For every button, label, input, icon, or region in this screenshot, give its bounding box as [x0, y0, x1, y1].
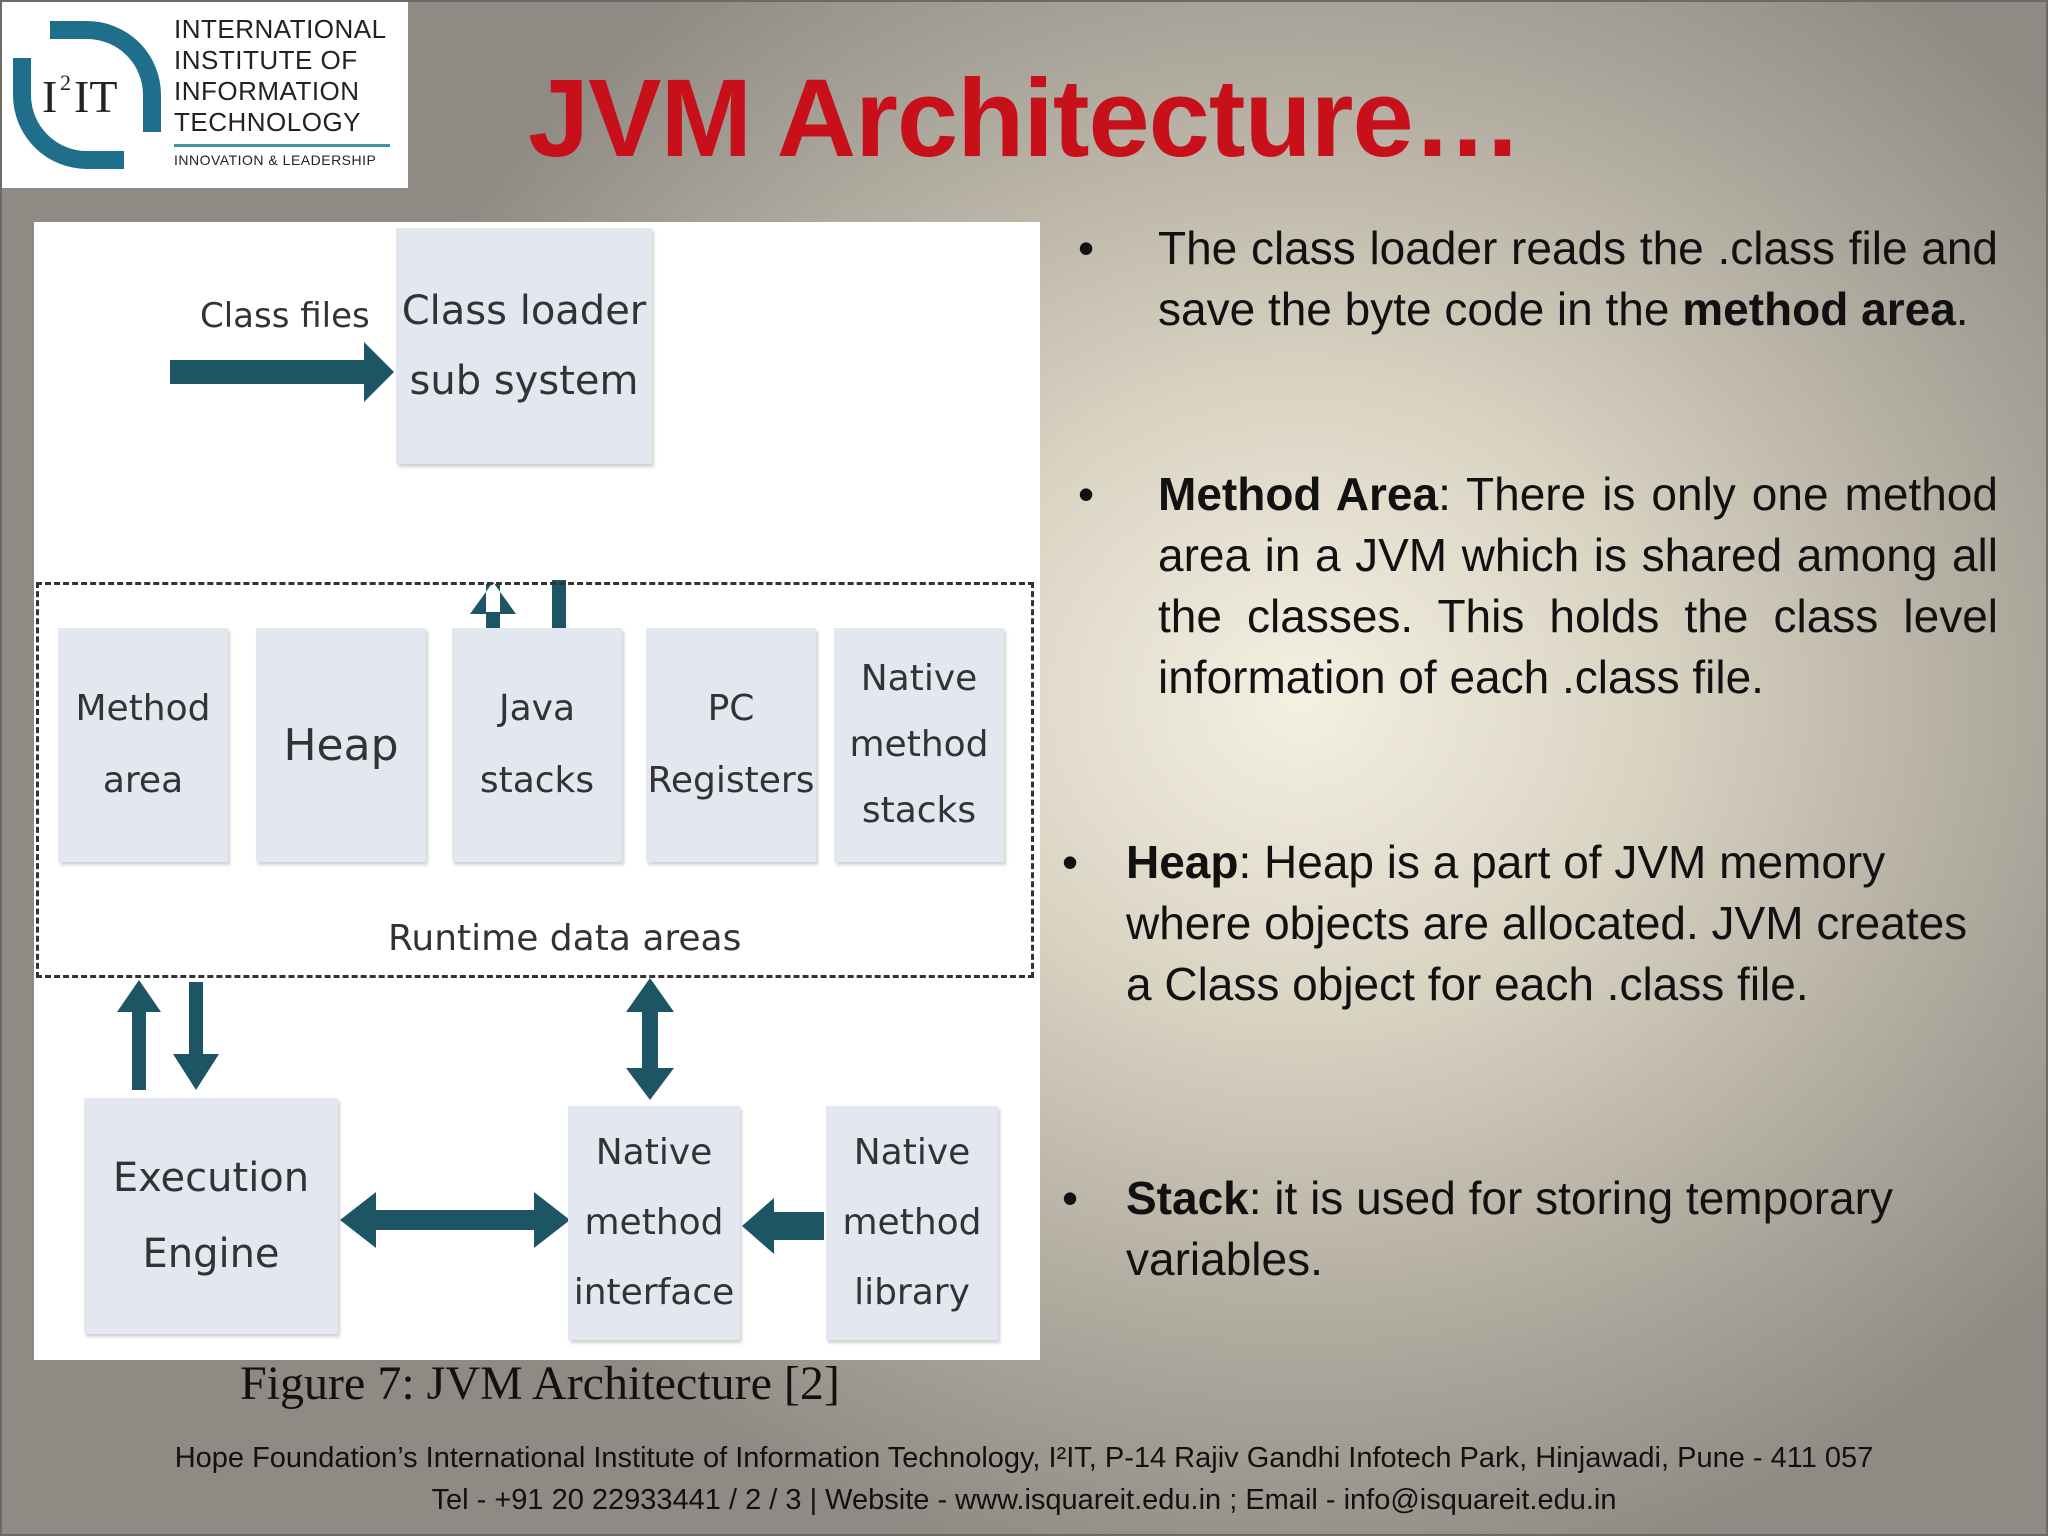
box-line: stacks — [861, 790, 977, 831]
slide-title: JVM Architecture… — [528, 57, 1523, 180]
box-line: method — [584, 1202, 724, 1243]
box-line: Native — [595, 1132, 713, 1173]
logo-divider — [174, 144, 390, 147]
bullet-body: : There is only one method area in a JVM… — [1158, 468, 1998, 703]
java-stacks-box: Java stacks — [452, 628, 622, 862]
runtime-to-loader-arrow — [470, 582, 516, 614]
bullet-text: Heap: Heap is a part of JVM memory where… — [1126, 832, 1976, 1015]
box-line: sub system — [409, 358, 639, 404]
bullet-text: Stack: it is used for storing temporary … — [1126, 1168, 1996, 1290]
pc-registers-box: PC Registers — [646, 628, 816, 862]
box-line: Registers — [647, 760, 815, 801]
runtime-to-engine-arrow — [173, 982, 219, 1090]
logo-line: TECHNOLOGY — [174, 107, 362, 137]
bullet-body: : it is used for storing temporary varia… — [1126, 1172, 1893, 1285]
bullet-dot: • — [1078, 222, 1095, 274]
logo-institute-name: INTERNATIONAL INSTITUTE OF INFORMATION T… — [174, 14, 387, 138]
library-to-interface-arrow — [742, 1198, 824, 1254]
jvm-architecture-diagram: Class files Class loader sub system Meth… — [34, 222, 1040, 1360]
logo-line: INFORMATION — [174, 76, 360, 106]
bullet-body: : Heap is a part of JVM memory where obj… — [1126, 836, 1968, 1010]
bullet-dot: • — [1062, 836, 1079, 888]
box-line: library — [854, 1272, 970, 1313]
bullet-tail: . — [1955, 283, 1969, 335]
engine-native-interface-arrow — [340, 1192, 570, 1248]
native-method-stacks-box: Native method stacks — [834, 628, 1004, 862]
native-method-interface-box: Native method interface — [568, 1106, 740, 1340]
class-files-label: Class files — [200, 296, 370, 336]
svg-text:IT: IT — [74, 71, 117, 122]
logo-tagline: INNOVATION & LEADERSHIP — [174, 152, 377, 168]
box-line: Native — [860, 658, 978, 699]
logo-line: INTERNATIONAL — [174, 14, 387, 44]
runtime-data-areas — [36, 582, 1034, 978]
footer-address: Hope Foundation’s International Institut… — [174, 1442, 1874, 1474]
box-line: method — [842, 1202, 982, 1243]
bullet-dot: • — [1062, 1172, 1079, 1224]
logo-line: INSTITUTE OF — [174, 45, 358, 75]
native-method-library-box: Native method library — [826, 1106, 998, 1340]
bullet-dot: • — [1078, 468, 1095, 520]
box-line: area — [102, 760, 184, 801]
svg-text:2: 2 — [60, 70, 71, 95]
box-line: interface — [573, 1272, 735, 1313]
figure-caption: Figure 7: JVM Architecture [2] — [240, 1357, 840, 1410]
runtime-data-areas-label: Runtime data areas — [388, 918, 742, 959]
footer-contact: Tel - +91 20 22933441 / 2 / 3 | Website … — [431, 1484, 1617, 1516]
box-line: Heap — [283, 719, 399, 771]
bullet-bold-term: Heap — [1126, 836, 1239, 888]
svg-text:I: I — [42, 71, 57, 122]
box-line: Execution — [112, 1155, 310, 1201]
bullet-text: The class loader reads the .class file a… — [1158, 218, 1998, 340]
method-area-box: Method area — [58, 628, 228, 862]
box-line: Method — [75, 688, 211, 729]
bullet-body: The class loader reads the .class file a… — [1158, 222, 1998, 335]
box-line: stacks — [479, 760, 595, 801]
heap-box: Heap — [256, 628, 426, 862]
box-line: Native — [853, 1132, 971, 1173]
class-files-arrow — [170, 342, 394, 402]
i2it-logo-icon: I 2 IT — [13, 21, 161, 169]
box-line: PC — [707, 688, 755, 729]
bullet-bold-term: Stack — [1126, 1172, 1249, 1224]
execution-engine-box: Execution Engine — [84, 1098, 338, 1334]
class-loader-box: Class loader sub system — [396, 228, 652, 464]
runtime-native-interface-arrow — [626, 978, 674, 1100]
box-line: Engine — [142, 1231, 280, 1277]
box-line: Class loader — [401, 288, 647, 334]
institute-logo: I 2 IT INTERNATIONAL INSTITUTE OF INFORM… — [0, 0, 408, 188]
bullet-bold-term: Method Area — [1158, 468, 1439, 520]
bullet-text: Method Area: There is only one method ar… — [1158, 464, 1998, 708]
bullet-bold-term: method area — [1682, 283, 1956, 335]
box-line: Java — [498, 688, 576, 729]
box-line: method — [849, 724, 989, 765]
